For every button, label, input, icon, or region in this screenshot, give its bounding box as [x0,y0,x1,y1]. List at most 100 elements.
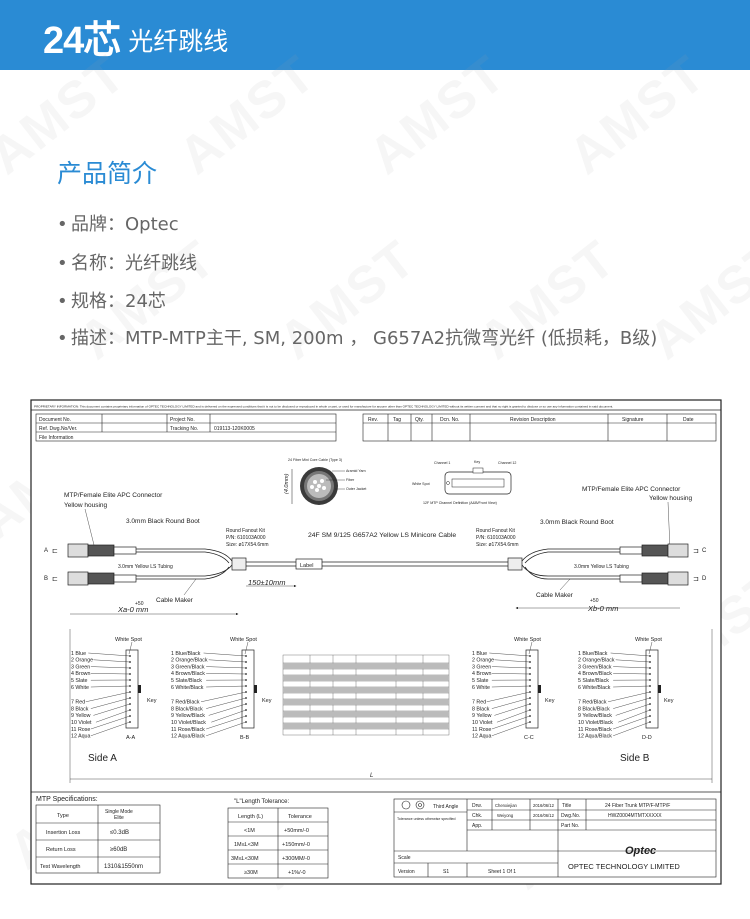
fiber-color-label: 12 Aqua/Black [578,734,612,740]
len-row2-length: 1M≤L<3M [234,842,259,848]
fiber-color-label: 6 White [71,685,89,691]
tb-part-label: Part No. [561,823,579,829]
fiber-color-label: 4 Brown/Black [578,671,612,677]
jacket-label: Outer Jacket [346,487,366,491]
key-1: Key [147,698,157,704]
white-spot-4: White Spot [635,637,662,643]
file-info-label: File Information [39,435,74,441]
fiber-color-label: 5 Slate/Black [578,678,609,684]
fiber-hole [245,697,247,699]
tb-chk-label: Chk. [472,813,482,819]
fiber-color-label: 4 Brown [71,671,90,677]
left-cable-maker: Cable Maker [156,597,194,604]
right-connector-label: MTP/Female Elite APC Connector [582,486,681,493]
left-fanout-pn: P/N: 610103A000 [226,535,266,541]
fiber-color-label: 11 Rose [472,727,491,733]
tracking-no-value: 019113-120K0005 [214,426,255,432]
title-block [393,798,717,878]
optec-logo: Optec [625,845,656,857]
fiber-color-label: 1 Blue [472,651,487,657]
fiber-hole [649,697,651,699]
left-fanout-size: Size: ø17X54.6mm [226,542,269,548]
channel-key-label: Key [474,460,480,464]
fiber-hole [245,655,247,657]
fiber-hole [649,703,651,705]
ferrule-key [538,685,541,693]
side-b-label: Side B [620,753,650,764]
fiber-hole [649,673,651,675]
tb-title-label: Title [562,803,571,809]
rev-header: Rev. [368,417,378,423]
right-tubing-label: 3.0mm Yellow LS Tubing [574,564,629,570]
tb-title-value: 24 Fiber Trunk MTP/F-MTP/F [605,803,670,809]
fiber-hole [529,667,531,669]
ref-dwg-label: Ref. Dwg.No/Ver. [39,426,77,432]
fiber-color-label: 8 Black/Black [171,706,203,712]
fiber-color-label: 5 Slate [472,678,489,684]
tb-chk-name: Weiyong [497,813,514,818]
fiber-color-label: 8 Black [472,706,490,712]
fiber-color-label: 5 Slate/Black [171,678,202,684]
fiber-hole [129,667,131,669]
cable-assembly [67,543,689,586]
right-housing-label: Yellow housing [649,495,693,502]
bullet-text: 品牌：Optec [71,214,179,235]
fiber-hole [529,691,531,693]
doc-no-label: Document No. [39,417,71,423]
len-header-length: Length (L) [238,814,263,820]
channel1-label: Channel 1 [434,461,450,465]
channel-definition [444,467,512,495]
sec-label-dd: D-D [642,735,652,741]
cable-label-tag: Label [300,563,313,569]
fiber-hole [129,661,131,663]
length-tol-title: "L"Length Tolerance: [234,799,290,805]
header-banner: 24芯光纤跳线 [0,0,750,70]
left-housing-label: Yellow housing [64,502,108,509]
tb-version-label: Version [398,869,415,875]
drawing-border [30,399,722,885]
fiber-hole [529,703,531,705]
overall-length-mark: L [370,773,373,779]
bullet-name: •名称：光纤跳线 [57,253,197,274]
fiber-color-label: 3 Green [472,664,491,670]
fiber-hole [649,655,651,657]
fiber-color-label: 7 Red [472,700,486,706]
fiber-hole [129,709,131,711]
watermark-logo: AMST [638,229,750,371]
fiber-hole [529,655,531,657]
left-boot-label: 3.0mm Black Round Boot [126,518,200,525]
fiber-hole [529,697,531,699]
aramid-label: Aramid Yarn [346,469,366,473]
spec-il-value: ≤0.3dB [110,830,129,836]
fiber-hole [129,691,131,693]
len-row3-tol: +300MM/-0 [282,856,310,862]
fiber-color-label: 1 Blue [71,651,86,657]
section-marker-c: ⊐ [693,548,699,555]
fiber-hole [245,691,247,693]
fiber-color-label: 4 Brown/Black [171,671,205,677]
xa-tol: +50 [135,601,144,607]
qty-header: Qty. [415,417,424,423]
watermark-logo: AMST [268,229,427,371]
spec-table [35,804,161,874]
fiber-color-label: 11 Rose [71,727,90,733]
white-spot-1: White Spot [115,637,142,643]
channel-caption: 12F MTP Channel Definition (A&B/Front Vi… [423,501,497,505]
fiber-color-label: 6 White [472,685,490,691]
tb-app-label: App. [472,823,482,829]
tb-dwg-label: Dwg.No. [561,813,580,819]
fiber-hole [245,679,247,681]
fiber-color-label: 5 Slate [71,678,88,684]
fiber-hole [649,721,651,723]
fiber-color-label: 3 Green/Black [171,664,205,670]
fiber-color-label: 7 Red/Black [578,700,607,706]
fiber-hole [245,709,247,711]
left-connector-label: MTP/Female Elite APC Connector [64,492,163,499]
fiber-hole [529,679,531,681]
rev-desc-header: Revision Description [510,417,556,423]
channel-white-spot: White Spot [412,482,430,486]
len-row2-tol: +150mm/-0 [282,842,310,848]
xb-dim: Xb-0 mm [587,604,618,613]
left-fanout-label: Round Fanout Kit [226,528,266,534]
